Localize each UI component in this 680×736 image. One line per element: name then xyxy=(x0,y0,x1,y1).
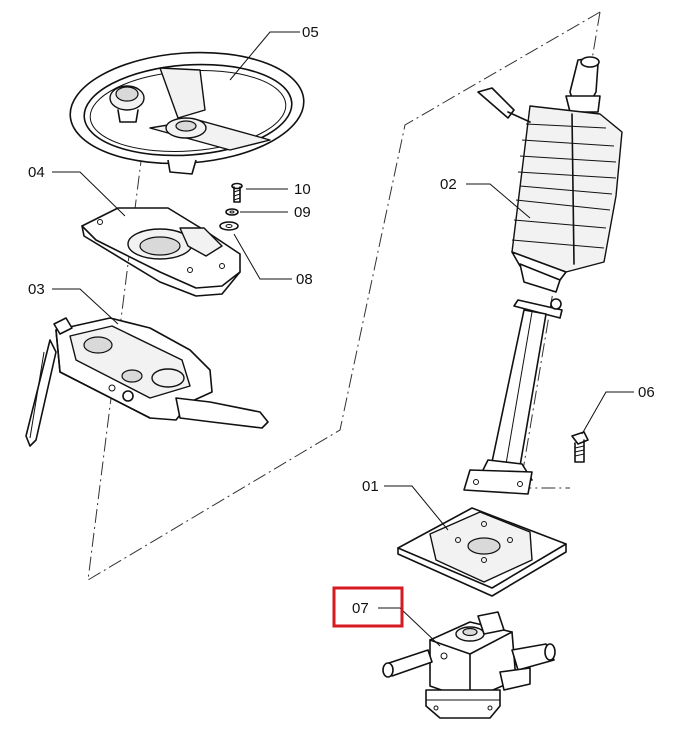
part-02-steering-column[interactable] xyxy=(463,56,623,495)
part-07-steering-valve[interactable] xyxy=(382,611,556,719)
part-08-washer[interactable] xyxy=(219,221,239,231)
part-01-mounting-plate[interactable] xyxy=(397,507,567,597)
callout-04: 04 xyxy=(28,164,45,181)
callout-09: 09 xyxy=(294,204,311,221)
callout-03: 03 xyxy=(28,281,45,298)
callout-08: 08 xyxy=(296,271,313,288)
callout-07: 07 xyxy=(352,600,369,617)
callout-10: 10 xyxy=(294,181,311,198)
callout-labels: 05 04 03 10 09 08 02 06 01 07 xyxy=(28,24,655,617)
callout-06: 06 xyxy=(638,384,655,401)
part-09-washer[interactable] xyxy=(225,208,239,216)
part-10-screw[interactable] xyxy=(231,182,243,203)
part-03-bracket-housing[interactable] xyxy=(25,317,269,447)
leader-lines xyxy=(52,31,634,647)
part-04-cover-plate[interactable] xyxy=(81,207,241,297)
callout-05: 05 xyxy=(302,24,319,41)
part-06-bolt[interactable] xyxy=(571,431,589,463)
callout-07-highlight-box xyxy=(332,586,404,628)
callout-01: 01 xyxy=(362,478,379,495)
part-05-steering-wheel[interactable] xyxy=(66,45,307,175)
callout-02: 02 xyxy=(440,176,457,193)
